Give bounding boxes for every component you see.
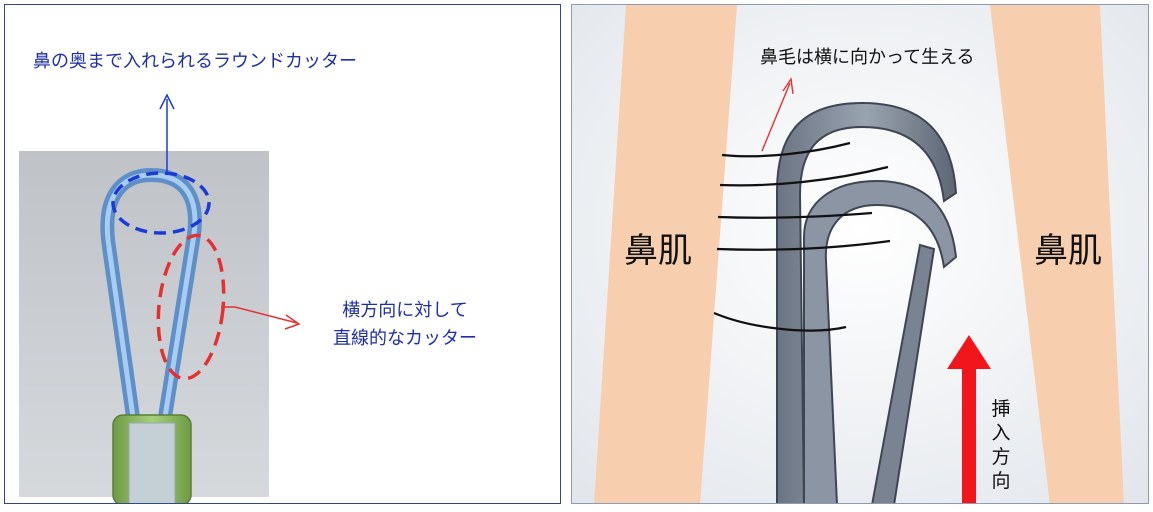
insert-arrow-shaft bbox=[962, 363, 976, 503]
left-panel: 鼻の奥まで入れられるラウンドカッター 横方向に対して 直線的なカッター bbox=[4, 4, 561, 504]
round-cutter-label: 鼻の奥まで入れられるラウンドカッター bbox=[33, 51, 357, 72]
nose-insertion-diagram bbox=[572, 5, 1148, 503]
hair-arrow-head bbox=[782, 77, 794, 95]
round-arrow-head bbox=[159, 93, 175, 110]
linear-arrow-head bbox=[284, 314, 301, 330]
skin-label-left: 鼻肌 bbox=[624, 231, 692, 271]
cutter-back bbox=[776, 101, 958, 503]
cutter-front bbox=[803, 179, 958, 503]
round-cutter-diagram bbox=[19, 93, 301, 503]
nose-hair bbox=[719, 165, 889, 187]
linear-cutter-highlight bbox=[156, 233, 226, 381]
nose-hair bbox=[716, 239, 891, 251]
nose-hair bbox=[721, 141, 851, 158]
skin-wall-right bbox=[990, 5, 1124, 503]
linear-cutter-line2: 直線的なカッター bbox=[333, 328, 477, 349]
nose-hair bbox=[713, 311, 847, 332]
right-panel: 鼻毛は横に向かって生える 鼻肌 鼻肌 挿入方向 bbox=[571, 4, 1149, 504]
skin-wall-left bbox=[594, 5, 737, 503]
nose-hair bbox=[717, 211, 873, 219]
linear-arrow-line bbox=[221, 306, 298, 324]
round-cutter-highlight bbox=[111, 171, 211, 235]
hair-direction-label: 鼻毛は横に向かって生える bbox=[760, 47, 975, 68]
linear-cutter-label: 横方向に対して 直線的なカッター bbox=[333, 297, 477, 353]
cutter-front-arm bbox=[871, 243, 936, 503]
insert-arrow-head bbox=[947, 335, 991, 369]
linear-cutter-line1: 横方向に対して bbox=[342, 300, 468, 321]
hair-arrow-line bbox=[761, 82, 791, 152]
insert-direction-label: 挿入方向 bbox=[991, 398, 1011, 492]
skin-label-right: 鼻肌 bbox=[1034, 231, 1102, 271]
handle-insert bbox=[128, 422, 176, 503]
